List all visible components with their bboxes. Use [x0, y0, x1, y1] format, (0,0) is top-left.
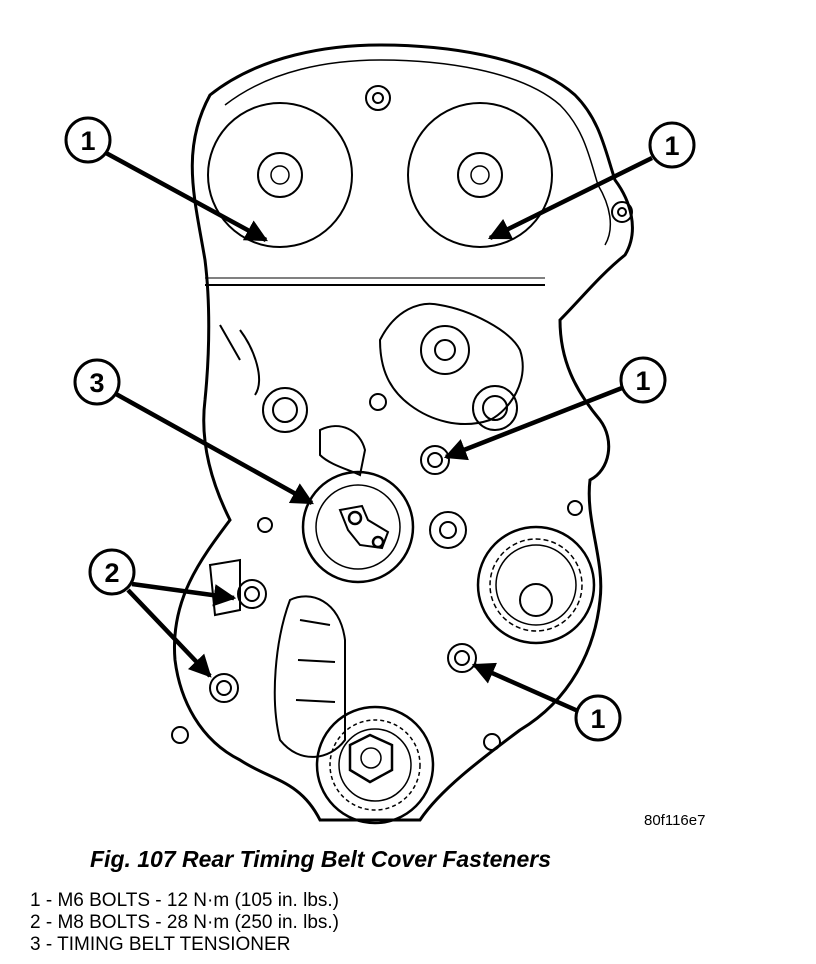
leader-arrows	[104, 151, 653, 714]
arrow-1-top-left	[104, 151, 268, 242]
svg-text:3: 3	[89, 368, 104, 398]
svg-text:2: 2	[104, 558, 119, 588]
callout-3: 3	[73, 358, 121, 406]
figure-code: 80f116e7	[644, 812, 705, 829]
arrow-1-bottom-right	[471, 662, 579, 714]
callout-1-top-right: 1	[648, 121, 696, 169]
svg-text:1: 1	[590, 704, 605, 734]
lower-cover-section	[171, 500, 583, 758]
crankshaft-pulley	[315, 705, 435, 825]
svg-text:1: 1	[80, 126, 95, 156]
arrow-2-lower	[126, 588, 212, 678]
svg-text:1: 1	[664, 131, 679, 161]
callout-1-middle-right: 1	[619, 356, 667, 404]
timing-belt-tensioner	[301, 470, 415, 584]
arrow-3	[114, 392, 314, 505]
upper-cover-section	[205, 85, 633, 286]
callout-1-top-left: 1	[64, 116, 112, 164]
callout-2: 2	[88, 548, 136, 596]
arrow-1-top-right	[487, 155, 653, 241]
legend-item-3: 3 - TIMING BELT TENSIONER	[30, 934, 291, 955]
legend: 1 - M6 BOLTS - 12 N·m (105 in. lbs.) 2 -…	[30, 890, 339, 956]
middle-cover-section	[219, 302, 524, 549]
figure-caption: Fig. 107 Rear Timing Belt Cover Fastener…	[90, 846, 552, 872]
timing-cover-outline	[172, 43, 634, 822]
legend-item-1: 1 - M6 BOLTS - 12 N·m (105 in. lbs.)	[30, 890, 340, 911]
svg-text:1: 1	[635, 366, 650, 396]
callout-1-bottom-right: 1	[574, 694, 622, 742]
crankshaft-sprocket	[476, 525, 596, 645]
legend-item-2: 2 - M8 BOLTS - 28 N·m (250 in. lbs.)	[30, 912, 340, 933]
arrow-2-upper	[131, 581, 237, 607]
arrow-1-middle-right	[443, 385, 623, 461]
